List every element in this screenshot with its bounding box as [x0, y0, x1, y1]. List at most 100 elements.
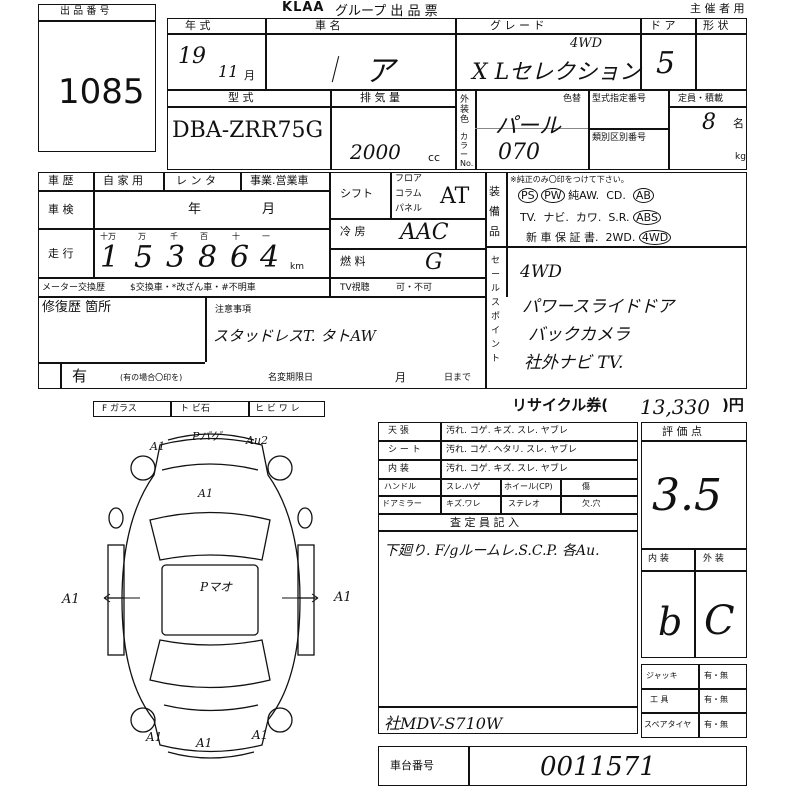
- glass-chip: ト ビ石: [180, 404, 210, 414]
- exterior-label: 外装色: [460, 95, 470, 125]
- mileage-digit-3: 3: [166, 240, 186, 275]
- lot-number: 1085: [58, 72, 145, 112]
- equip-abs: ABS: [633, 210, 661, 225]
- digit-label-1k: 千: [170, 232, 178, 241]
- history-rental: レ ン タ: [176, 174, 216, 187]
- damage-mark-rear-bumper: A1: [196, 736, 213, 750]
- car-name-value: ア: [365, 54, 395, 89]
- recycle-value: 13,330: [640, 395, 710, 419]
- doors-value: 5: [656, 46, 676, 81]
- frame-label: 車台番号: [390, 759, 434, 772]
- equipment-label: 装備品: [489, 185, 500, 238]
- stereo-value: 欠.穴: [582, 499, 601, 508]
- digit-label-10: 十: [232, 232, 240, 241]
- mirror-value: キズ.ワレ: [446, 499, 481, 508]
- shape-label: 形 状: [703, 19, 729, 32]
- kg-unit: kg: [735, 152, 746, 162]
- meter-label: メーター交換歴: [42, 283, 106, 293]
- displacement-unit: cc: [428, 151, 441, 164]
- equip-2wd: 2WD.: [605, 231, 636, 244]
- mileage-digit-5: 6: [230, 240, 250, 275]
- deadline-month: 月: [395, 371, 406, 384]
- trim-label: 内 装: [388, 464, 409, 474]
- tool-status: 有・無: [704, 695, 728, 704]
- history-box: [38, 172, 330, 297]
- mileage-digit-1: 1: [100, 240, 120, 275]
- equipment-row2: TV. ナビ. カワ. S.R. ABS: [520, 210, 661, 225]
- month-unit: 月: [244, 69, 255, 82]
- shift-value: AT: [440, 184, 470, 209]
- inspection-label: 車 検: [48, 203, 74, 216]
- month-value: 11: [218, 62, 239, 81]
- equip-aw: 純AW.: [568, 189, 600, 202]
- damage-mark-right-side: A1: [334, 590, 352, 605]
- tv-label: TV視聴: [340, 283, 370, 293]
- year-label: 年 式: [185, 19, 211, 32]
- evaluation-label: 評 価 点: [662, 425, 702, 438]
- spare-status: 有・無: [704, 720, 728, 729]
- type-number-label: 型式指定番号: [592, 94, 647, 104]
- caution-label: 注意事項: [215, 305, 252, 315]
- equip-cd: CD.: [606, 189, 626, 202]
- repair-box: [38, 297, 486, 389]
- exterior-grade: C: [704, 598, 735, 644]
- equipment-box: [486, 172, 747, 247]
- type-value: DBA-ZRR75G: [172, 118, 324, 143]
- trim-options: 汚れ. コゲ. キズ. スレ. ヤブレ: [446, 464, 568, 474]
- fuel-value: G: [425, 250, 443, 275]
- equipment-row3: 新 車 保 証 書. 2WD. 4WD: [526, 230, 672, 245]
- shift-label: シフト: [340, 187, 373, 200]
- model-row-box: [167, 90, 747, 170]
- stereo-label: ステレオ: [508, 499, 540, 508]
- shift-box: [330, 172, 486, 297]
- sales-points-label: セールスポイント: [491, 256, 501, 364]
- sales-point-3: バックカメラ: [528, 325, 630, 345]
- tv-options: 可・不可: [396, 283, 433, 293]
- equip-kawa: カワ.: [575, 211, 602, 224]
- handle-value: スレ.ハゲ: [446, 482, 481, 491]
- sales-point-4: 社外ナビ TV.: [524, 353, 624, 373]
- equip-sr: S.R.: [608, 211, 630, 224]
- deadline-label: 名変期限日: [268, 373, 314, 383]
- type-label: 型 式: [228, 91, 254, 104]
- capacity-unit: 名: [733, 117, 744, 130]
- tools-box: [641, 664, 747, 738]
- ac-value: AAC: [400, 220, 449, 245]
- sales-point-1: 4WD: [520, 262, 562, 282]
- ceiling-options: 汚れ. コゲ. キズ. スレ. ヤブレ: [446, 426, 568, 436]
- capacity-label: 定員・積載: [678, 94, 724, 104]
- repair-value: 有: [72, 367, 88, 385]
- class-number-label: 類別区別番号: [592, 133, 647, 143]
- history-business: 事業.営業車: [250, 174, 309, 187]
- interior-grade: b: [658, 600, 683, 644]
- damage-mark-rear-left: A1: [146, 730, 163, 744]
- mileage-digit-4: 8: [198, 240, 218, 275]
- interior-condition-box: [378, 422, 638, 514]
- fuel-label: 燃 料: [340, 255, 366, 268]
- damage-mark-hood: A1: [198, 487, 213, 500]
- shift-floor: フロア: [395, 174, 423, 184]
- color-code: 070: [498, 140, 540, 165]
- displacement-label: 排 気 量: [360, 91, 400, 104]
- exterior-grade-label: 外 装: [703, 554, 724, 564]
- capacity-value: 8: [702, 110, 716, 135]
- damage-mark-left-side: A1: [62, 592, 80, 607]
- spare-label: スペアタイヤ: [644, 720, 692, 729]
- inspector-note-2: 社MDV-S710W: [384, 714, 503, 733]
- car-name-mark: ｜: [320, 56, 347, 86]
- equip-ps: PS: [518, 188, 538, 203]
- digit-label-10k: 万: [138, 232, 146, 241]
- equip-ab: AB: [632, 188, 654, 203]
- grade-note: 4WD: [570, 36, 603, 51]
- equipment-note: ※純正のみ〇印をつけて下さい。: [510, 175, 629, 184]
- equip-4wd: 4WD: [638, 230, 672, 245]
- damage-mark-rear-right: A1: [252, 728, 269, 742]
- damage-mark-front-left: A1: [150, 440, 165, 453]
- color-value: パール: [495, 114, 562, 139]
- damage-mark-front-bumper: Pバゲ: [192, 430, 222, 443]
- caution-value: スタッドレスT. タトAW: [213, 327, 376, 345]
- jack-label: ジャッキ: [646, 671, 678, 680]
- glass-front: F ガラス: [102, 404, 137, 414]
